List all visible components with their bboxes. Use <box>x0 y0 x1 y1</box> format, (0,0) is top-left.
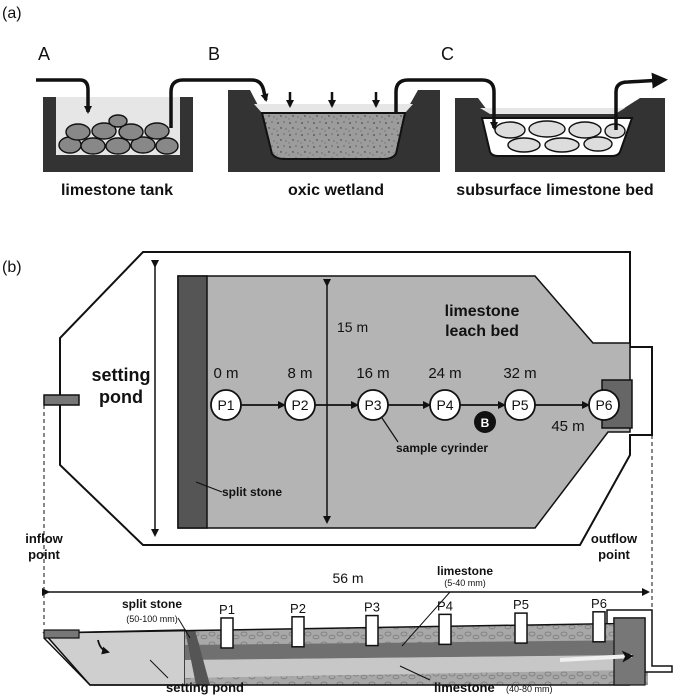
sampling-point-p3 <box>357 389 389 421</box>
sample-cylinder-label: sample cyrinder <box>396 441 488 455</box>
section-post-label: P3 <box>364 600 380 615</box>
distance-label: 8 m <box>287 365 312 382</box>
plan-view <box>43 251 653 546</box>
section-setting-pond-leader <box>149 659 169 679</box>
limestone-tank <box>43 97 193 172</box>
sampling-point-p6 <box>588 389 620 421</box>
distance-label: 32 m <box>503 365 536 382</box>
oxic-wetland <box>228 90 440 172</box>
sample-cylinder-leader <box>381 417 399 443</box>
section-limestone-fine-leader <box>401 591 451 647</box>
flow-arrow-c <box>394 78 498 130</box>
section-post-p6 <box>592 611 606 643</box>
stage-label-subsurface-bed: subsurface limestone bed <box>456 182 653 199</box>
marker-b-label: B <box>481 416 490 430</box>
section-split-stone-size: (50-100 mm) <box>126 614 178 624</box>
split-stone-leader <box>195 481 223 493</box>
sampling-points: P1 0 m P2 8 m P3 16 m P4 24 m P5 32 m P6 45 m <box>210 365 620 435</box>
inflow-arrows <box>286 92 380 108</box>
sampling-point-label: P5 <box>511 397 528 413</box>
section-limestone-coarse-label: limestone <box>434 680 495 695</box>
section-limestone-fine-size: (5-40 mm) <box>444 578 486 588</box>
section-limestone-coarse-leader <box>399 665 431 681</box>
distance-label: 24 m <box>428 365 461 382</box>
section-post-label: P2 <box>290 601 306 616</box>
section-setting-pond-label: setting pond <box>166 680 244 695</box>
section-post-label: P5 <box>513 597 529 612</box>
section-limestone-fine-label: limestone <box>437 564 493 578</box>
sampling-point-label: P3 <box>364 397 381 413</box>
section-split-stone-leader <box>177 617 191 639</box>
section-post-p1 <box>220 617 234 649</box>
distance-label: 45 m <box>551 418 584 435</box>
section-post-p2 <box>291 616 305 648</box>
panel-b-label: (b) <box>2 259 22 276</box>
stage-label-oxic-wetland: oxic wetland <box>288 182 384 199</box>
sampling-point-label: P4 <box>436 397 453 413</box>
flow-label-a: A <box>38 44 50 64</box>
width-label: 15 m <box>337 319 368 335</box>
section-post-p4 <box>438 613 452 646</box>
length-label: 56 m <box>332 570 363 586</box>
flow-arrow-b <box>169 78 269 128</box>
sampling-point-label: P6 <box>595 397 612 413</box>
panel-a-label: (a) <box>2 5 22 22</box>
sampling-point-p2 <box>284 389 316 421</box>
sampling-point-label: P2 <box>291 397 308 413</box>
split-stone-strip <box>177 275 208 529</box>
flow-label-b: B <box>208 44 220 64</box>
inflow-pipe <box>43 394 80 406</box>
sampling-point-p1 <box>210 389 242 421</box>
subsurface-limestone-bed <box>455 98 665 172</box>
cross-section <box>42 609 673 686</box>
section-limestone-coarse-size: (40-80 mm) <box>506 684 553 694</box>
section-post-label: P1 <box>219 602 235 617</box>
distance-label: 0 m <box>213 365 238 382</box>
sampling-point-p5 <box>504 389 536 421</box>
section-post-label: P6 <box>591 596 607 611</box>
flow-label-c: C <box>441 44 454 64</box>
section-post-label: P4 <box>437 598 453 613</box>
outflow-arrow <box>614 72 668 130</box>
section-split-stone-label: split stone <box>122 597 182 611</box>
section-post-p3 <box>365 614 379 647</box>
section-post-p5 <box>514 612 528 644</box>
split-stone-label: split stone <box>222 485 282 499</box>
flow-arrow-a <box>36 78 92 114</box>
stage-label-limestone-tank: limestone tank <box>61 182 173 199</box>
distance-label: 16 m <box>356 365 389 382</box>
sampling-point-label: P1 <box>217 397 234 413</box>
sampling-point-p4 <box>429 389 461 421</box>
section-posts: P1 P2 P3 P4 P5 P6 <box>219 596 607 649</box>
marker-b <box>474 411 496 433</box>
